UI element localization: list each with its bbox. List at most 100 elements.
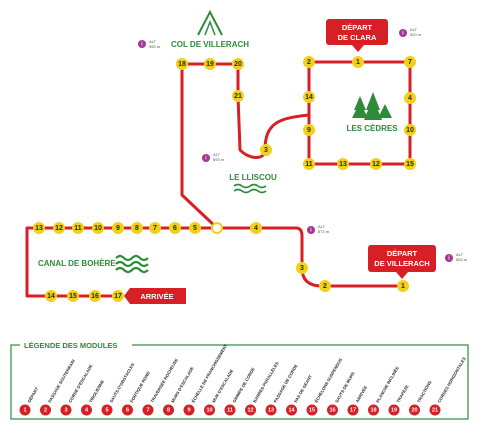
svg-text:ALT: ALT <box>456 252 464 257</box>
legend-item-badge <box>409 404 420 416</box>
legend-item-badge <box>327 404 338 416</box>
module-marker-number: 2 <box>323 283 327 290</box>
module-marker-number: 15 <box>406 161 414 168</box>
module-marker-13: 13 <box>337 158 349 170</box>
module-marker-circle <box>404 92 416 104</box>
module-marker-6: 6 <box>169 222 181 234</box>
module-marker-10: 10 <box>92 222 104 234</box>
legend-item-badge <box>60 404 72 416</box>
legend-item-label: PORTIQUE ROND <box>129 370 151 403</box>
module-marker-circle <box>303 56 315 68</box>
waves-icon-lliscou <box>233 183 267 194</box>
module-marker-17: 17 <box>112 290 124 302</box>
module-marker-circle <box>131 222 143 234</box>
legend-item-label: ÉCHELLE DE FRANCHISSEMENT <box>191 343 229 404</box>
module-marker-circle <box>189 222 201 234</box>
svg-text:ALT: ALT <box>149 39 157 44</box>
module-marker-4: 4 <box>404 92 416 104</box>
module-marker-13: 13 <box>33 222 45 234</box>
altitude-pin-col: i ALT 950 m <box>138 39 161 49</box>
module-marker-circle <box>33 222 45 234</box>
module-marker-number: 3 <box>264 147 268 154</box>
module-marker-15: 15 <box>67 290 79 302</box>
module-marker-number: 13 <box>35 225 43 232</box>
altitude-pin-lliscou: i ALT 693 m <box>202 152 225 162</box>
svg-text:ALT: ALT <box>410 27 418 32</box>
legend-item-badge <box>347 404 359 416</box>
module-marker-3: 3 <box>296 262 308 274</box>
legend-item-badge <box>19 404 31 416</box>
legend-item-number: 12 <box>247 408 253 414</box>
altitude-lliscou: 693 m <box>213 157 225 162</box>
module-marker-number: 7 <box>408 59 412 66</box>
route-west-path <box>180 62 219 230</box>
module-marker-10: 10 <box>404 124 416 136</box>
legend-item-label: ARRIVÉE <box>355 385 369 404</box>
module-marker-number: 2 <box>307 59 311 66</box>
module-marker-circle <box>67 290 79 302</box>
module-marker-circle <box>260 144 272 156</box>
legend-item-number: 16 <box>329 408 335 414</box>
module-marker-number: 20 <box>234 61 242 68</box>
module-marker-number: 12 <box>55 225 63 232</box>
svg-text:i: i <box>448 256 450 262</box>
altitude-villerach: 653 m <box>456 257 468 262</box>
flag-clara: DÉPART DE CLARA <box>326 19 388 52</box>
module-marker-number: 8 <box>135 225 139 232</box>
legend-item-badge <box>142 404 154 416</box>
module-marker-circle <box>53 222 65 234</box>
legend-item-badge <box>368 404 379 416</box>
module-marker-circle <box>303 158 315 170</box>
module-marker-circle <box>404 158 416 170</box>
legend-item-badge <box>265 404 277 416</box>
module-marker-15: 15 <box>404 158 416 170</box>
svg-text:i: i <box>402 31 404 37</box>
svg-text:ALT: ALT <box>318 224 326 229</box>
module-marker-circle <box>319 280 331 292</box>
module-marker-4: 4 <box>250 222 262 234</box>
legend-item-label: MURS D'ESCALADE <box>170 366 195 404</box>
svg-text:i: i <box>310 228 312 234</box>
legend-item-badge <box>245 404 256 416</box>
module-marker-circle <box>296 262 308 274</box>
module-marker-circle <box>303 91 315 103</box>
legend-item-number: 17 <box>350 408 356 414</box>
legend-item-number: 9 <box>187 408 190 414</box>
legend-item-number: 8 <box>167 408 170 414</box>
legend-item-label: MUR D'ESCALADE <box>211 368 234 403</box>
svg-text:DE VILLERACH: DE VILLERACH <box>374 259 429 268</box>
module-marker-2: 2 <box>319 280 331 292</box>
module-marker-number: 4 <box>254 225 258 232</box>
module-marker-1: 1 <box>397 280 409 292</box>
legend-item-badge <box>224 404 236 416</box>
legend-item-number: 1 <box>23 408 26 414</box>
module-marker-number: 14 <box>305 94 313 101</box>
legend-item-number: 13 <box>268 408 274 414</box>
module-marker-circle <box>72 222 84 234</box>
module-marker-number: 17 <box>114 293 122 300</box>
legend-item-number: 14 <box>288 408 295 414</box>
legend-item-number: 6 <box>126 408 129 414</box>
legend-item-badge <box>81 404 92 416</box>
module-marker-8: 8 <box>131 222 143 234</box>
module-marker-9: 9 <box>303 124 315 136</box>
module-marker-number: 7 <box>153 225 157 232</box>
svg-text:DÉPART: DÉPART <box>342 23 373 32</box>
mountain-icon <box>197 9 223 36</box>
module-marker-number: 11 <box>74 225 82 232</box>
legend-item-label: GRIMPE DE CORDE <box>232 366 256 403</box>
module-marker-number: 1 <box>401 283 405 290</box>
legend-item-number: 10 <box>206 408 212 414</box>
altitude-pin-clara: i ALT 520 m <box>399 27 422 37</box>
module-marker-2: 2 <box>303 56 315 68</box>
legend-item-label: PAS DE GÉANT <box>293 374 313 404</box>
module-marker-number: 9 <box>307 127 311 134</box>
module-marker-circle <box>176 58 188 70</box>
module-marker-circle <box>112 290 124 302</box>
legend-item-badge <box>163 404 174 416</box>
legend-item-badge <box>388 404 400 416</box>
